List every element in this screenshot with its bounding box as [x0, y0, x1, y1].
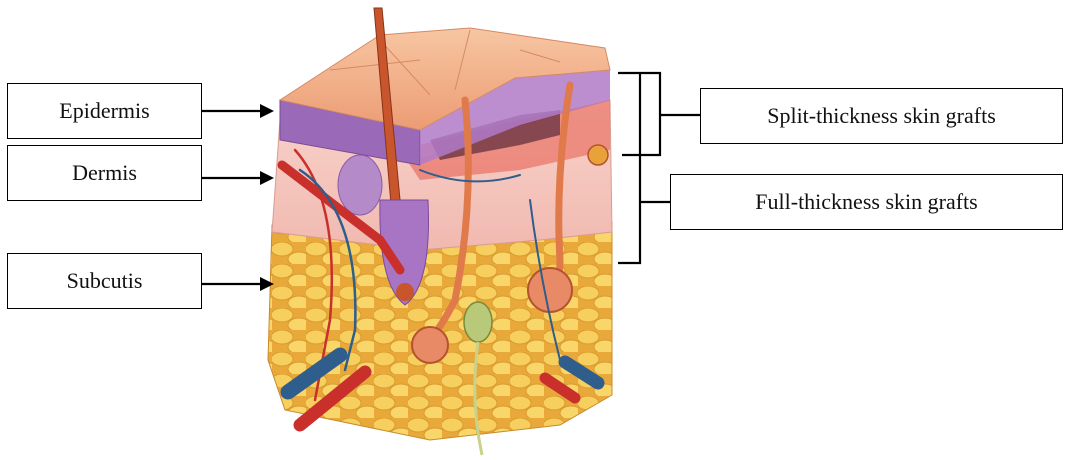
full-thickness-graft-label: Full-thickness skin grafts: [670, 174, 1063, 230]
split-thickness-graft-label: Split-thickness skin grafts: [700, 88, 1063, 144]
sebaceous-gland: [338, 155, 382, 215]
thickness-brackets: [618, 73, 700, 263]
epidermis-label: Epidermis: [7, 83, 202, 139]
label-arrows-left: [202, 104, 274, 291]
subcutis-label: Subcutis: [7, 253, 202, 309]
dermis-label: Dermis: [7, 145, 202, 201]
